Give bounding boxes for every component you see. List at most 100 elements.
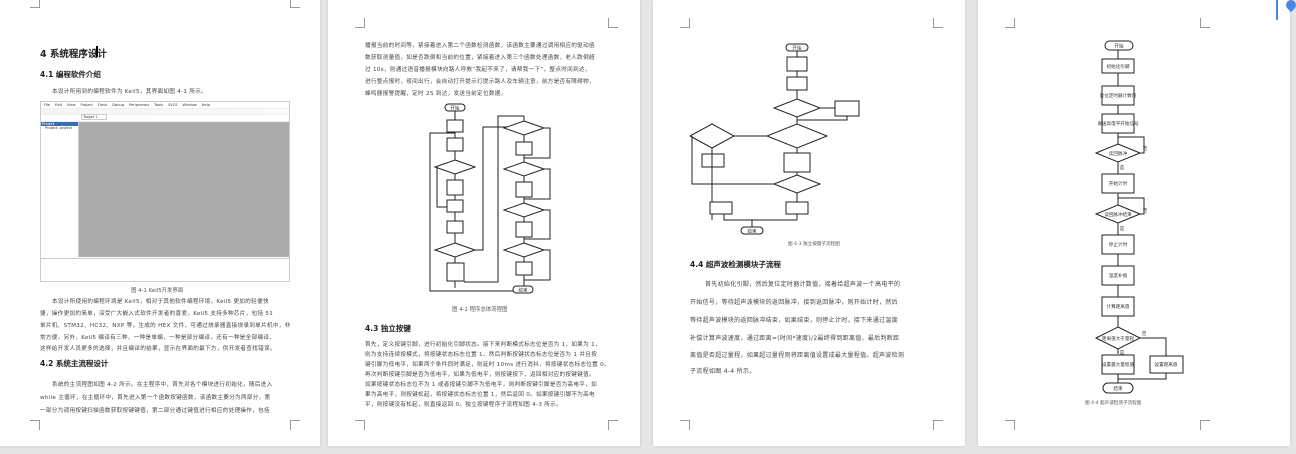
paragraph-line[interactable]: 离值是否超过量程，如果超过量程则将距离值设置成最大量程值。超声波检测 (690, 352, 905, 359)
margin-mark (30, 0, 40, 8)
paragraph-line[interactable]: 过 10s，则通过语音播报模块向路人呼救“我起不来了，请帮我一下”，整点时间到达… (365, 67, 591, 73)
keil-menu-item: Window (182, 103, 197, 107)
flow-box (515, 181, 533, 198)
figure-caption: 图 4-2 程序总体流程图 (452, 307, 508, 313)
paragraph-line[interactable]: 数获取测量值，如是否跌倒和当前的位置，紧接着进入第三个函数处理函数，老人跌倒超 (365, 55, 595, 61)
paragraph-line[interactable]: 单片机、STM32、HC32、NXP 等，生成的 HEX 文件，可通过烧录器直接… (40, 323, 291, 329)
flow-box (786, 56, 808, 72)
keil-editor-area (79, 122, 289, 257)
margin-mark (290, 0, 300, 8)
flow-box (515, 261, 533, 276)
margin-mark (1200, 420, 1210, 430)
paragraph-line[interactable]: 如果按键状态标志位不为 1 或者按键引脚不为低电平，则判断按键引脚是否为高电平，… (365, 382, 597, 388)
paragraph-line[interactable]: 蜂鸣器报警提醒，定时 2S 到达，发送当前定位数据。 (365, 91, 507, 97)
flow-label: 设置最大量程值 (1102, 361, 1135, 368)
paragraph-line[interactable]: 果为高电平，则按键松起，将按键状态标志位置 1，然后返回 0。如果按键引脚不为高… (365, 392, 595, 398)
margin-mark (30, 420, 40, 430)
margin-mark (933, 18, 943, 28)
flow-terminal-end (740, 226, 764, 235)
flow-box (446, 220, 464, 234)
flow-label: 结束 (518, 287, 528, 294)
flow-box (1101, 234, 1135, 255)
margin-mark (608, 18, 618, 28)
flow-decision (1094, 143, 1142, 163)
paragraph-line[interactable]: 键引脚为低电平，如果两个条件同时满足，则延时 10ms 进行消抖，将按键状态标志… (365, 362, 610, 368)
flow-box (1101, 113, 1135, 134)
paragraph-line[interactable]: 这样给开发人员更多的选择，并且编译的结果，显示在界面的最下方，供开发者查找错误。 (40, 346, 276, 352)
paragraph-line[interactable]: 本设计所用到的编程软件为 Keil5，其界面如图 4-1 所示。 (52, 89, 208, 95)
keil-build-output (41, 258, 289, 281)
paragraph-line[interactable]: 补偿计算声波速度，通过距离=(时间*速度)/2最终得到距离值，最后判断距 (690, 335, 900, 342)
paragraph-line[interactable]: 则为支持连续按模式，将按键状态标志位置 1。然后判断按键状态标志位是否为 1 并… (365, 352, 598, 358)
keil-menu-item: Edit (55, 103, 62, 107)
paragraph-line[interactable]: 系统的主流程图如图 4-2 所示。在主程序中，首先对各个模块进行初始化，随后进入 (52, 382, 273, 388)
margin-mark (933, 420, 943, 430)
paragraph-line[interactable]: 等待超声波模块的返回脉冲结束，如果结束，则停止计时，接下来通过温度 (690, 317, 898, 324)
chapter-heading[interactable]: 4 系统程序设计 (40, 49, 107, 60)
flow-label: 温度补偿 (1109, 272, 1128, 279)
flow-label: 距离值大于量程 (1102, 335, 1135, 342)
margin-mark (1005, 18, 1015, 28)
paragraph-line[interactable]: 首先初始化引脚，然后复位定时器计数值，接着给超声波一个高电平的 (705, 281, 901, 288)
flow-terminal-start (1104, 40, 1134, 51)
flow-box (786, 76, 808, 91)
ultrasonic-flowchart: 开始 初始化引脚 复位定时器计数值 发送高电平开始信号 读回脉冲 否是 开始计时… (1094, 40, 1184, 394)
flow-terminal-end (1102, 382, 1134, 394)
section-heading-4-3[interactable]: 4.3 独立按键 (365, 324, 411, 333)
flow-decision (765, 123, 829, 149)
flow-terminal-end (512, 285, 534, 294)
paragraph-line[interactable]: while 主循环，在主循环中，首先进入第一个函数按键函数，该函数主要分为两部分… (40, 395, 271, 401)
keil-menu-item: Project (80, 103, 93, 107)
keil-menu-item: Debug (112, 103, 125, 107)
flow-decision (772, 98, 822, 118)
flow-box (515, 141, 533, 156)
flow-box (1101, 296, 1135, 317)
paragraph-line[interactable]: 平，则按键没有松起，则直接返回 0。独立按键程序子流程如图 4-3 所示。 (365, 402, 562, 408)
flow-label: 停止计时 (1109, 241, 1128, 248)
flow-label: 结束 (1113, 385, 1123, 392)
paragraph-line[interactable]: 本设计所使用的编程环境是 Keil5，相对于其他软件编程环境，Keil5 更加的… (52, 299, 269, 305)
paragraph-line[interactable]: 捷，操作更加的简单，深受广大嵌入式软件开发者的喜爱。Keil5 支持多种芯片，包… (40, 311, 274, 317)
flow-label-yes: 是 (1120, 350, 1125, 356)
keil-toolbar: Target 1 (41, 114, 289, 122)
paragraph-line[interactable]: 常方便。另外，Keil5 编译有三种，一种是单编，一种是部分编译，还有一种是全部… (40, 335, 276, 341)
keil-menu-item: View (66, 103, 76, 107)
flow-label: 设置距离值 (1155, 361, 1178, 368)
paragraph-line[interactable]: 子流程如图 4-4 所示。 (690, 368, 756, 375)
flow-decision (433, 159, 477, 175)
margin-mark (1200, 18, 1210, 28)
margin-mark (355, 18, 365, 28)
margin-mark (680, 18, 690, 28)
paragraph-line[interactable]: 进行整点报时，夜间出行，会自动打开提示灯提示路人及车辆注意，前方是否有障碍物， (365, 79, 595, 85)
flow-box (1101, 265, 1135, 286)
flow-label-no: 否 (1143, 208, 1148, 214)
keil-menu-item: SVCS (167, 103, 178, 107)
keil-toolbar (41, 109, 289, 115)
flow-box (446, 199, 464, 213)
flow-box (834, 100, 860, 117)
section-heading-4-4[interactable]: 4.4 超声波检测模块子流程 (690, 260, 781, 269)
selection-marker (1276, 0, 1278, 20)
keil-project-item: Project: project (45, 126, 73, 130)
keil-menu-item: Help (201, 103, 210, 107)
flow-label-yes: 是 (1120, 165, 1125, 171)
flow-label: 发送高电平开始信号 (1097, 120, 1139, 127)
flow-box (446, 262, 465, 282)
page-3: 开始 结束 图 4-3 独立按键子流程图 4.4 超声波检测模块子流程 首先初始… (653, 0, 965, 446)
paragraph-line[interactable]: 播报当前的时间等，紧接着进入第二个函数检测函数，该函数主要通过调用相应的驱动函 (365, 43, 595, 49)
paragraph-line[interactable]: 首先，定义按键引脚，进行初始化引脚状态。接下来判断模式标志位是否为 1，如果为 … (365, 342, 601, 348)
paragraph-line[interactable]: 一部分为调用按键扫描函数获取按键键值，第二部分通过键值进行相应的处理操作，包括 (40, 408, 270, 414)
flow-label: 结束 (747, 228, 757, 235)
figure-caption: 图 4-4 超声波检测子流程图 (1085, 401, 1142, 406)
flow-decision (1094, 326, 1142, 350)
flow-box (446, 119, 464, 133)
paragraph-line[interactable]: 开始信号，等待超声波模块的返回脉冲，接到返回脉冲，则开始计时，然后 (690, 299, 898, 306)
section-heading-4-1[interactable]: 4.1 编程软件介绍 (40, 70, 101, 79)
flow-box (785, 201, 809, 215)
keil-menu-item: Peripherals (129, 103, 150, 107)
key-flowchart: 开始 结束 (690, 43, 860, 235)
section-heading-4-2[interactable]: 4.2 系统主流程设计 (40, 359, 109, 368)
paragraph-line[interactable]: 再次判断按键引脚是否为低电平，如果为低电平，则按键按下，返回相对应的按键键值。 (365, 372, 595, 378)
keil-menu-item: File (44, 103, 51, 107)
